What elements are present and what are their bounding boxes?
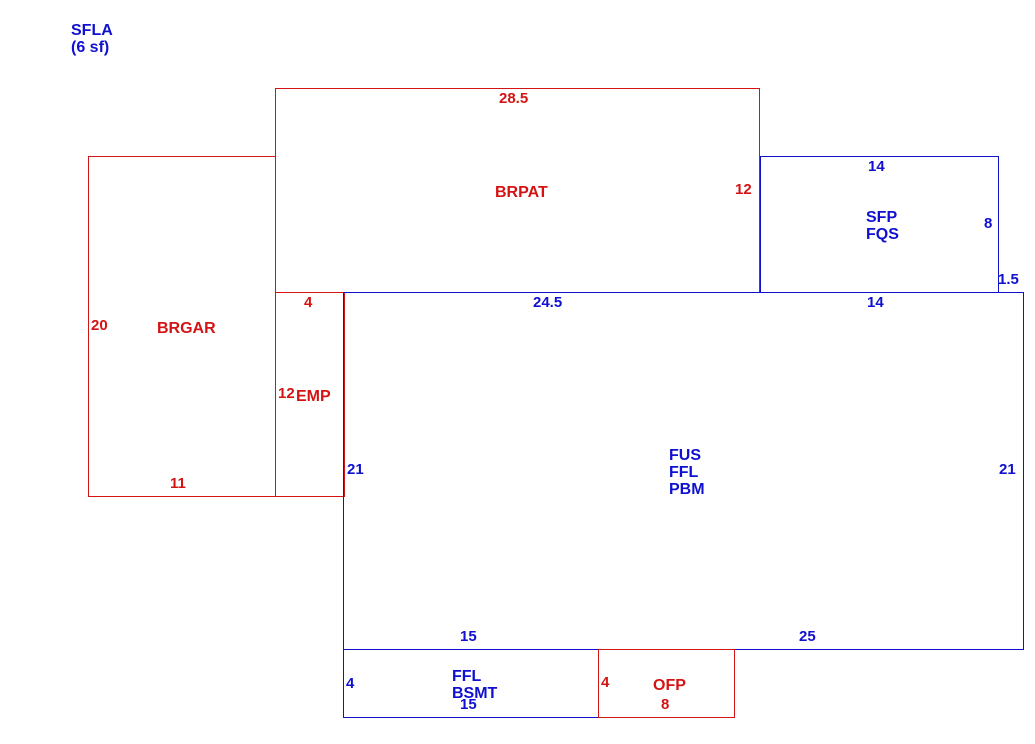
sfp-bottom-dim: 14	[867, 294, 884, 311]
emp-label: EMP	[296, 388, 331, 405]
ofp-label: OFP	[653, 677, 686, 694]
ffl-bsmt-label-line1: FFL	[452, 668, 482, 685]
main-left-dim: 21	[347, 461, 364, 478]
main-label-line3: PBM	[669, 481, 705, 498]
ffl-bsmt-label-line2: BSMT	[452, 685, 498, 702]
sfp-top-dim: 14	[868, 158, 885, 175]
brgar-bottom-dim: 11	[170, 475, 186, 492]
main-right-dim: 21	[999, 461, 1016, 478]
emp-top-dim: 4	[304, 294, 313, 311]
sfp-label-line2: FQS	[866, 226, 899, 243]
brpat-top-dim: 28.5	[499, 90, 529, 107]
sfla-header: SFLA (6 sf)	[71, 22, 113, 56]
sfla-area: (6 sf)	[71, 39, 110, 56]
emp-box	[275, 292, 345, 497]
ofp-box	[598, 649, 735, 718]
sfp-right-dim: 8	[984, 215, 993, 232]
main-bottom-dim-b: 25	[799, 628, 816, 645]
sfp-label-line1: SFP	[866, 209, 898, 226]
brpat-label: BRPAT	[495, 184, 548, 201]
main-top-dim: 24.5	[533, 294, 563, 311]
sfla-title: SFLA	[71, 22, 113, 39]
main-label-line1: FUS	[669, 447, 701, 464]
brgar-label: BRGAR	[157, 320, 216, 337]
main-label-line2: FFL	[669, 464, 699, 481]
ffl-bsmt-labels: FFL BSMT	[452, 668, 497, 702]
ffl-bsmt-bottom-dim: 15	[460, 696, 477, 713]
brgar-left-dim: 20	[91, 317, 108, 334]
emp-left-dim: 12	[278, 385, 295, 402]
main-floor-labels: FUS FFL PBM	[669, 447, 705, 498]
ffl-bsmt-left-dim: 4	[346, 675, 355, 692]
brpat-right-dim: 12	[735, 181, 752, 198]
sfp-offset-dim: 1.5	[998, 271, 1019, 288]
main-bottom-dim-a: 15	[460, 628, 477, 645]
sfp-labels: SFP FQS	[866, 209, 899, 243]
ofp-left-dim: 4	[601, 674, 610, 691]
ofp-bottom-dim: 8	[661, 696, 670, 713]
